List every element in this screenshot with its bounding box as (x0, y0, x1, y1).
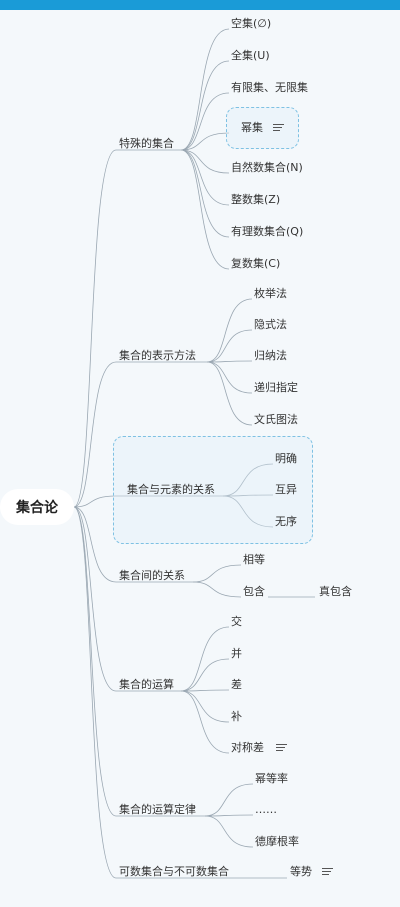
leaf-complement[interactable]: 补 (231, 710, 242, 723)
leaf-natural-numbers[interactable]: 自然数集合(N) (231, 161, 303, 174)
root-connector (73, 506, 117, 692)
leaf-venn[interactable]: 文氏图法 (254, 413, 298, 426)
leaf-connector (180, 658, 230, 692)
leaf-connector (192, 564, 242, 583)
root-connector (73, 506, 117, 583)
leaf-induction[interactable]: 归纳法 (254, 349, 287, 362)
leaf-empty-set[interactable]: 空集(∅) (231, 17, 272, 30)
leaf-connector (222, 463, 274, 497)
leaf-ellipsis[interactable]: …… (255, 803, 277, 816)
leaf-unordered[interactable]: 无序 (275, 515, 297, 528)
leaf-connector (192, 581, 242, 598)
leaf-intersection[interactable]: 交 (231, 615, 242, 628)
root-connector (73, 495, 117, 508)
highlight-element-relation (113, 436, 313, 544)
leaf-connector (180, 690, 230, 754)
leaf-enumeration[interactable]: 枚举法 (254, 287, 287, 300)
branch-special-sets[interactable]: 特殊的集合 (119, 137, 174, 150)
branch-operation-laws[interactable]: 集合的运算定律 (119, 803, 196, 816)
root-label: 集合论 (16, 500, 58, 516)
leaf-connector (204, 783, 254, 817)
leaf-connector (206, 298, 253, 363)
branch-countable[interactable]: 可数集合与不可数集合 (119, 865, 229, 878)
leaf-connector (204, 815, 254, 848)
leaf-connector (180, 92, 230, 151)
leaf-connector (180, 132, 230, 151)
leaf-implicit[interactable]: 隐式法 (254, 318, 287, 331)
leaf-rationals[interactable]: 有理数集合(Q) (231, 225, 304, 238)
leaf-connector (180, 626, 230, 692)
leaf-integers[interactable]: 整数集(Z) (231, 193, 281, 206)
leaf-connector (180, 149, 230, 174)
leaf-proper-subset[interactable]: 真包含 (319, 585, 352, 598)
leaf-equipotent[interactable]: 等势 (290, 865, 312, 878)
branch-set-relations[interactable]: 集合间的关系 (119, 569, 185, 582)
root-connector (73, 506, 117, 817)
leaf-connector (180, 149, 230, 206)
leaf-connector (222, 495, 274, 528)
leaf-connector (222, 494, 274, 497)
branch-representation[interactable]: 集合的表示方法 (119, 349, 196, 362)
leaf-connector (180, 60, 230, 151)
leaf-universal-set[interactable]: 全集(U) (231, 49, 270, 62)
leaf-finite-infinite[interactable]: 有限集、无限集 (231, 81, 308, 94)
leaf-connector (206, 361, 253, 394)
leaf-complex[interactable]: 复数集(C) (231, 257, 281, 270)
note-icon[interactable] (273, 124, 284, 132)
leaf-connector (180, 149, 230, 238)
leaf-connector (206, 361, 253, 426)
branch-element-relation[interactable]: 集合与元素的关系 (127, 483, 215, 496)
leaf-symmetric-difference[interactable]: 对称差 (231, 741, 264, 754)
leaf-de-morgan[interactable]: 德摩根率 (255, 835, 299, 848)
leaf-difference[interactable]: 差 (231, 678, 242, 691)
leaf-connector (180, 149, 230, 270)
leaf-recursive[interactable]: 递归指定 (254, 381, 298, 394)
root-connector (73, 506, 117, 879)
leaf-distinct[interactable]: 互异 (275, 483, 297, 496)
branch-operations[interactable]: 集合的运算 (119, 678, 174, 691)
leaf-definite[interactable]: 明确 (275, 452, 297, 465)
leaf-union[interactable]: 并 (231, 647, 242, 660)
leaf-connector (180, 690, 230, 723)
highlight-power-set (226, 107, 299, 149)
root-connector (73, 149, 117, 508)
leaf-equal[interactable]: 相等 (243, 553, 265, 566)
top-bar (0, 0, 400, 10)
leaf-connector (180, 689, 230, 692)
leaf-idempotent[interactable]: 幂等率 (255, 772, 288, 785)
root-node[interactable]: 集合论 (0, 489, 74, 525)
leaf-power-set[interactable]: 幂集 (241, 121, 263, 134)
leaf-connector (206, 360, 253, 363)
leaf-contains[interactable]: 包含 (243, 585, 265, 598)
note-icon[interactable] (276, 744, 287, 752)
leaf-connector (204, 814, 254, 817)
leaf-connector (180, 28, 230, 151)
leaf-connector (206, 329, 253, 363)
note-icon[interactable] (322, 868, 333, 876)
root-connector (73, 361, 117, 508)
